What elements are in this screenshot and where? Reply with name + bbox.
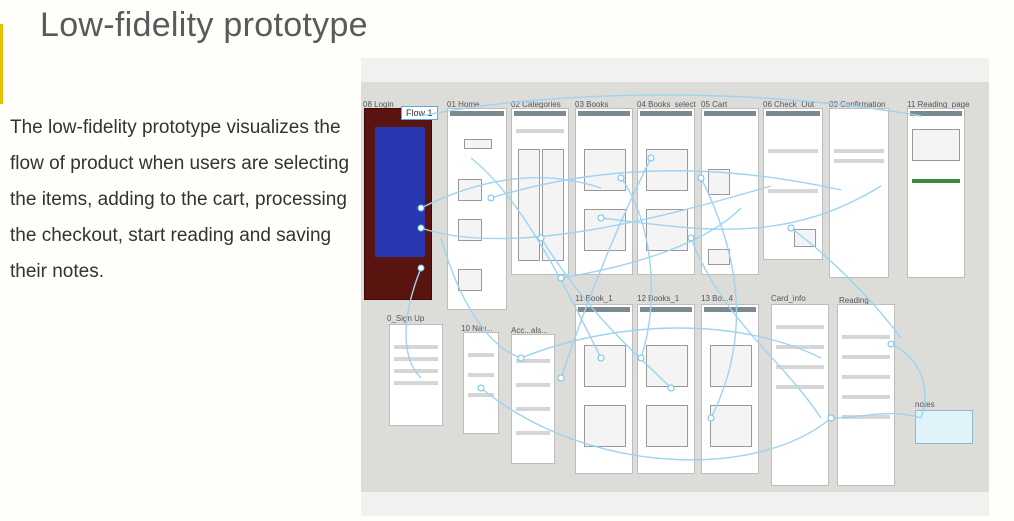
screen-confirmation [829,108,889,278]
screen-label-books-select: 04 Books_select [637,100,696,109]
screen-label-books: 03 Books [575,100,609,109]
screen-reading-page [907,108,965,278]
screen-reading [837,304,895,486]
screen-label-book2: 12 Books_1 [637,294,680,303]
screen-signup [389,324,443,426]
screen-label-nav: 10 Nav... [461,324,493,333]
screen-label-confirmation: 09 Confirmation [829,100,886,109]
screen-label-reading: Reading [839,296,869,305]
screen-label-book1: 11 Book_1 [575,294,613,303]
prototype-image: 08 Login 01 Home 02 Categories 03 Books … [361,58,989,516]
screen-card-info [771,304,829,486]
screen-label-acc: Acc...als... [511,326,548,335]
screen-books [575,108,633,275]
screen-label-signup: 0_Sign Up [387,314,425,323]
screen-label-reading-page: 11 Reading_page [907,100,970,109]
flow-tag: Flow 1 [401,106,438,120]
screen-label-home: 01 Home [447,100,480,109]
screen-home [447,108,507,310]
screen-label-card-info: Card_info [771,294,806,303]
screen-book1 [575,304,633,474]
screen-label-cart: 05 Cart [701,100,728,109]
accent-bar [0,24,3,104]
screen-nav [463,332,499,434]
screen-notes [915,410,973,444]
screen-acc [511,334,555,464]
screen-book2 [637,304,695,474]
slide-description: The low-fidelity prototype visualizes th… [10,117,350,282]
screen-label-categories: 02 Categories [511,100,561,109]
screen-label-book3: 13 Bo...4 [701,294,734,303]
slide-title: Low-fidelity prototype [40,6,368,44]
flow-connections [405,94,926,461]
screen-categories [511,108,569,275]
screen-label-checkout: 06 Check_Out [763,100,815,109]
screen-label-login: 08 Login [363,100,394,109]
login-panel [375,127,425,257]
